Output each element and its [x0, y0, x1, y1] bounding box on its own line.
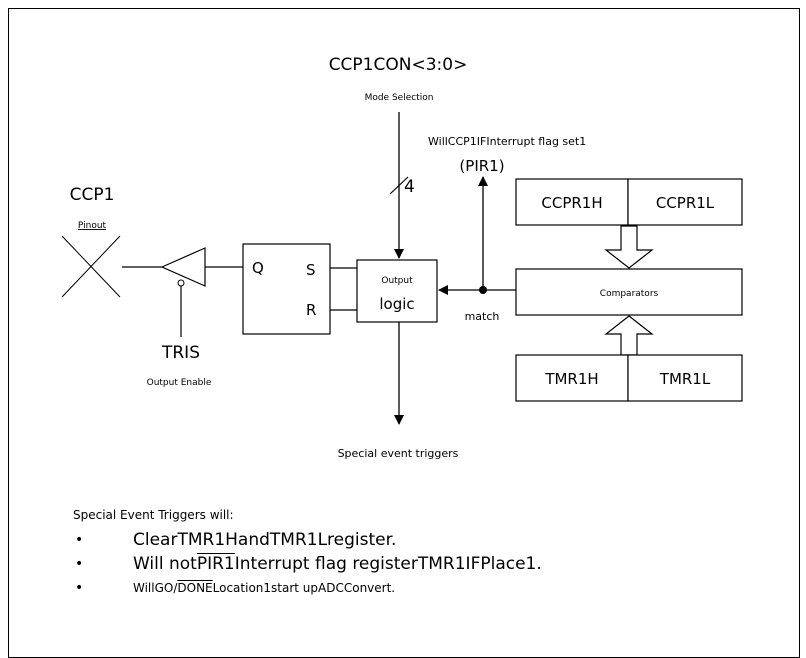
- special-event-notes: Special Event Triggers will: • ClearTMR1…: [73, 508, 542, 600]
- sr-latch-box: [242, 243, 331, 335]
- bullet-icon: •: [75, 532, 84, 548]
- enable-bubble-icon: [177, 279, 185, 287]
- bullet-icon: •: [75, 580, 84, 596]
- pin-name-label: CCP1: [70, 185, 115, 205]
- bus-width-label: 4: [404, 177, 415, 197]
- output-logic-subtitle: logic: [379, 295, 414, 313]
- tmr1l-register: [627, 354, 743, 402]
- pin-cross-icon: [61, 235, 121, 298]
- output-logic-title: Output: [381, 276, 413, 286]
- list-item: • Will notPIR1Interrupt flag registerTMR…: [73, 552, 542, 576]
- ccpr1h-register: [515, 178, 629, 226]
- tmr1h-label: TMR1H: [544, 370, 598, 388]
- note-text-suffix: Location1start upADCConvert.: [212, 581, 396, 595]
- bullet-icon: •: [75, 556, 84, 572]
- note-text-suffix: Interrupt flag registerTMR1IFPlace1.: [234, 554, 542, 574]
- timer-up-arrow-icon: [604, 315, 654, 356]
- special-event-label: Special event triggers: [338, 447, 459, 460]
- notes-list: • ClearTMR1HandTMR1Lregister. • Will not…: [73, 528, 542, 600]
- note-overlined-register: PIR1: [196, 554, 235, 574]
- latch-q-label: Q: [252, 259, 264, 277]
- latch-s-label: S: [306, 261, 316, 279]
- latch-r-label: R: [306, 301, 316, 319]
- list-item: • WillGO/DONELocation1start upADCConvert…: [73, 576, 542, 600]
- ccpr1h-label: CCPR1H: [541, 194, 602, 212]
- note-overlined-bit: DONE: [177, 581, 213, 595]
- note-text: ClearTMR1HandTMR1Lregister.: [133, 530, 397, 550]
- comparators-box: [515, 268, 743, 316]
- ccpr1l-label: CCPR1L: [656, 194, 715, 212]
- tmr1l-label: TMR1L: [659, 370, 711, 388]
- list-item: • ClearTMR1HandTMR1Lregister.: [73, 528, 542, 552]
- comparators-label: Comparators: [600, 289, 659, 299]
- match-label: match: [465, 310, 500, 323]
- interrupt-register-label: (PIR1): [459, 157, 504, 175]
- note-text-prefix: WillGO/: [133, 581, 178, 595]
- output-logic-box: [356, 259, 438, 323]
- control-register-label: CCP1CON<3:0>: [329, 55, 468, 75]
- note-text-prefix: Will not: [133, 554, 197, 574]
- ccpr1l-register: [627, 178, 743, 226]
- tris-name-label: TRIS: [161, 343, 200, 363]
- interrupt-flag-label: WillCCP1IFInterrupt flag set1: [428, 135, 586, 148]
- compare-down-arrow-icon: [604, 225, 654, 269]
- buffer-triangle-icon: [160, 247, 206, 287]
- pin-caption-label: Pinout: [78, 221, 107, 231]
- bus-width-slash: [389, 176, 409, 195]
- tris-caption-label: Output Enable: [147, 378, 212, 388]
- notes-heading: Special Event Triggers will:: [73, 508, 234, 522]
- mode-selection-label: Mode Selection: [365, 93, 434, 103]
